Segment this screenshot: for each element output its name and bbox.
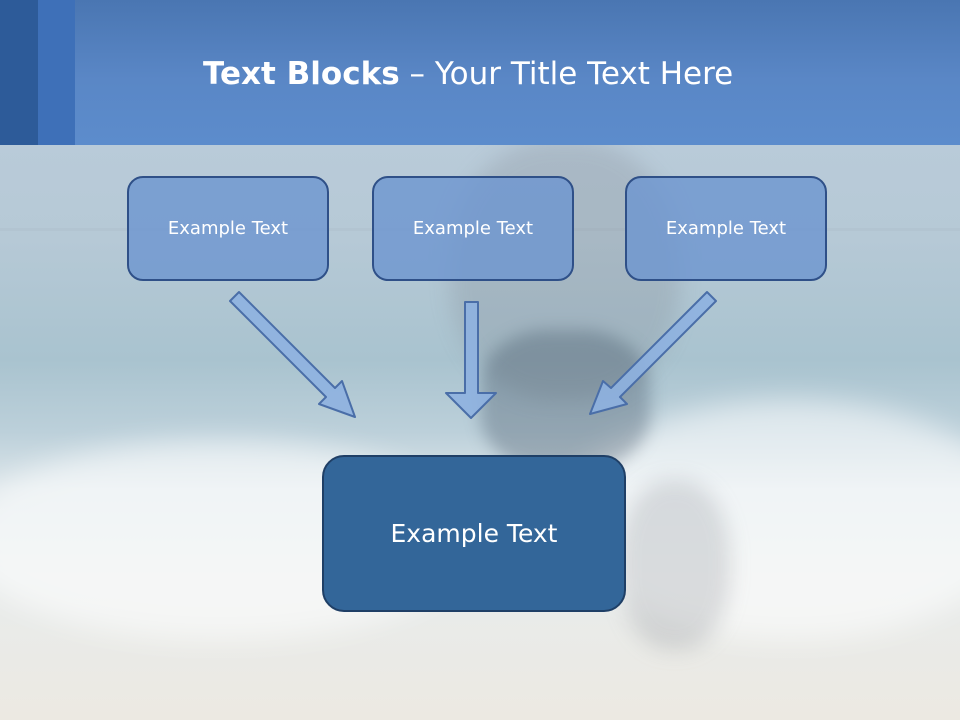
target-box-label: Example Text <box>391 519 558 548</box>
arrow-left <box>230 292 355 417</box>
source-box-3[interactable]: Example Text <box>625 176 827 281</box>
arrow-right <box>590 292 716 414</box>
source-box-2[interactable]: Example Text <box>372 176 574 281</box>
source-box-1[interactable]: Example Text <box>127 176 329 281</box>
source-box-2-label: Example Text <box>413 218 533 239</box>
source-box-1-label: Example Text <box>168 218 288 239</box>
target-box[interactable]: Example Text <box>322 455 626 612</box>
source-box-3-label: Example Text <box>666 218 786 239</box>
arrow-center <box>446 302 496 418</box>
